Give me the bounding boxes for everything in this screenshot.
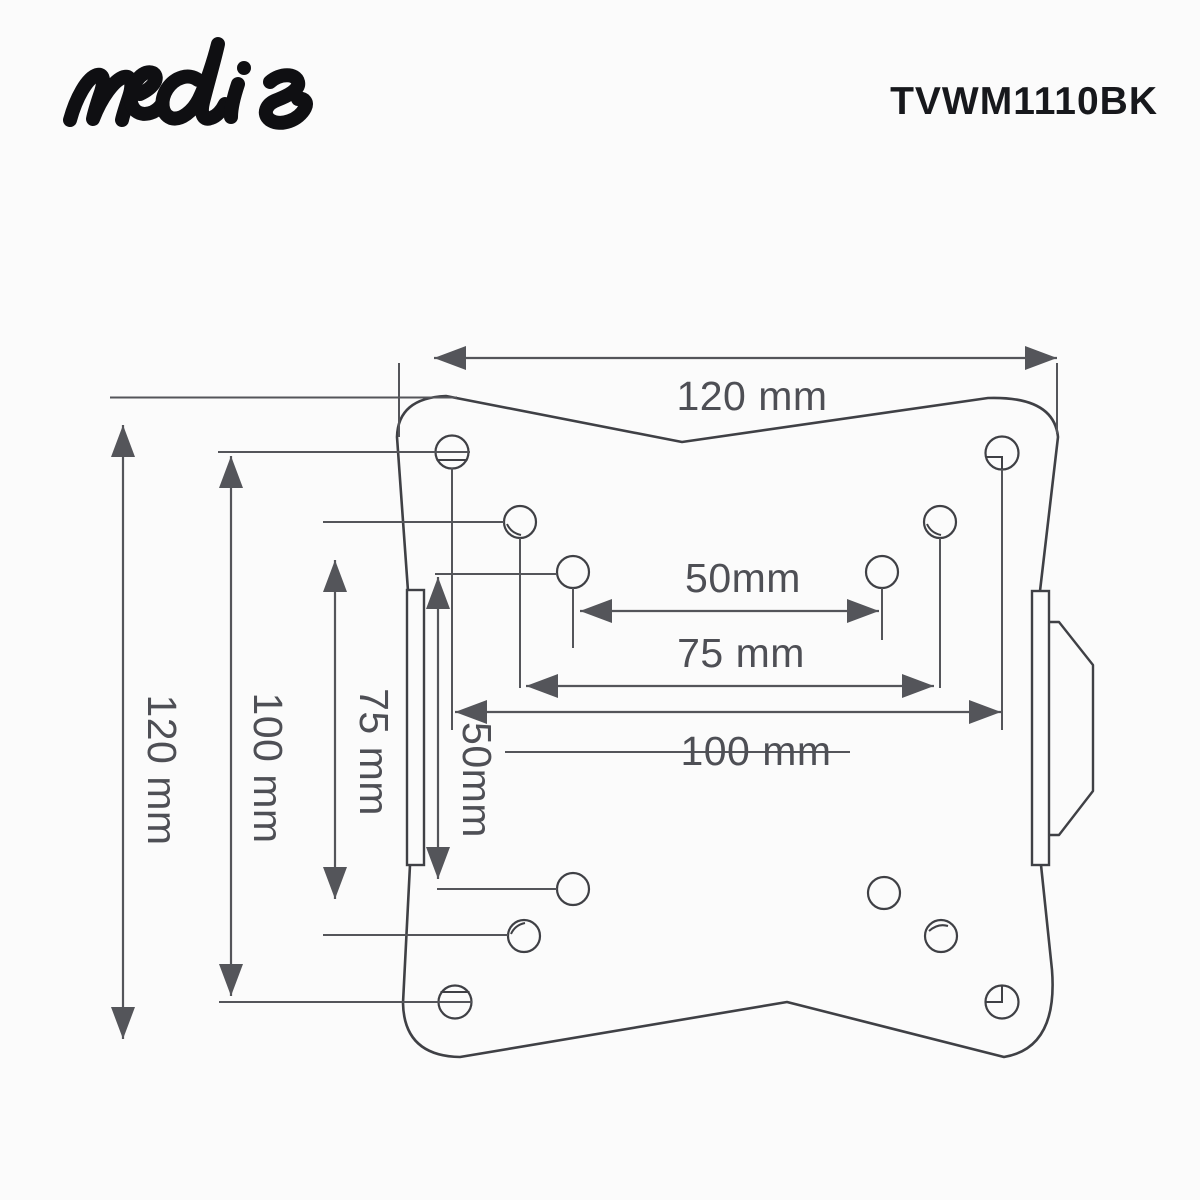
vesa75-hole-bottom-left (555, 871, 591, 907)
leader-lines (110, 396, 850, 1003)
dim-width-50mm: 50mm (580, 555, 879, 623)
logo-letter-i (224, 77, 245, 124)
mounting-hole-bottom-right (984, 984, 1020, 1020)
logo-i-dot (237, 61, 251, 75)
arrowhead-bottom (323, 867, 347, 899)
vesa100-crescent-top-left (506, 523, 522, 536)
dim-width-75mm: 75 mm (526, 630, 934, 698)
mounting-holes (434, 434, 1020, 1020)
vesa75-hole-bottom-right (866, 875, 902, 911)
plate-outline (395, 394, 1060, 1059)
dim-width-120mm: 120 mm (398, 346, 1058, 437)
bracket-plate (395, 394, 1095, 1059)
arrowhead-right (969, 700, 1001, 724)
dim-height-100mm: 100 mm (219, 456, 291, 996)
vesa100-hole-bottom-right (923, 918, 959, 954)
logo-letter-s (258, 68, 313, 130)
dim-label-width-100: 100 mm (680, 728, 831, 774)
product-code: TVWM1110BK (890, 80, 1158, 123)
dim-label-width-120: 120 mm (676, 373, 827, 419)
dim-label-height-50: 50mm (454, 722, 500, 838)
dim-height-50mm: 50mm (426, 577, 500, 879)
wall-mount-knob (1049, 620, 1095, 837)
arrowhead-top (426, 577, 450, 609)
arrowhead-left (434, 346, 466, 370)
arrowhead-left (455, 700, 487, 724)
logo-letter-n (63, 67, 139, 127)
arrowhead-left (526, 674, 558, 698)
arrowhead-top (323, 560, 347, 592)
hole-mark-bottom-right (986, 986, 1003, 1003)
arrowhead-bottom (426, 847, 450, 879)
logo-letter-d (155, 37, 232, 126)
vesa100-crescent-top-right (926, 523, 942, 536)
arrowhead-top (111, 425, 135, 457)
arrowhead-left (580, 599, 612, 623)
dim-label-height-75: 75 mm (351, 688, 397, 816)
dim-label-width-50: 50mm (685, 555, 801, 601)
left-flange (405, 588, 426, 867)
extension-stems (451, 468, 1003, 730)
dim-label-height-120: 120 mm (139, 694, 185, 845)
vesa100-crescent-bottom-right (928, 924, 949, 932)
dim-height-75mm: 75 mm (323, 560, 397, 899)
dim-width-100mm: 100 mm (455, 700, 1001, 774)
arrowhead-bottom (219, 964, 243, 996)
vesa75-hole-top-right (864, 554, 900, 590)
dim-height-120mm: 120 mm (111, 425, 185, 1039)
vesa100-hole-top-right (922, 504, 958, 540)
arrowhead-right (1025, 346, 1057, 370)
vesa100-hole-bottom-left (506, 918, 542, 954)
arrowhead-right (902, 674, 934, 698)
arrowhead-right (847, 599, 879, 623)
dim-label-height-100: 100 mm (245, 692, 291, 843)
vesa100-hole-top-left (502, 504, 538, 540)
right-flange (1030, 589, 1051, 867)
nedis-logo (63, 37, 313, 130)
hole-mark-top-right (986, 456, 1003, 469)
arrowhead-bottom (111, 1007, 135, 1039)
arrowhead-top (219, 456, 243, 488)
vesa75-hole-top-left (555, 554, 591, 590)
dim-label-width-75: 75 mm (677, 630, 805, 676)
vesa100-crescent-bottom-left (510, 922, 526, 935)
